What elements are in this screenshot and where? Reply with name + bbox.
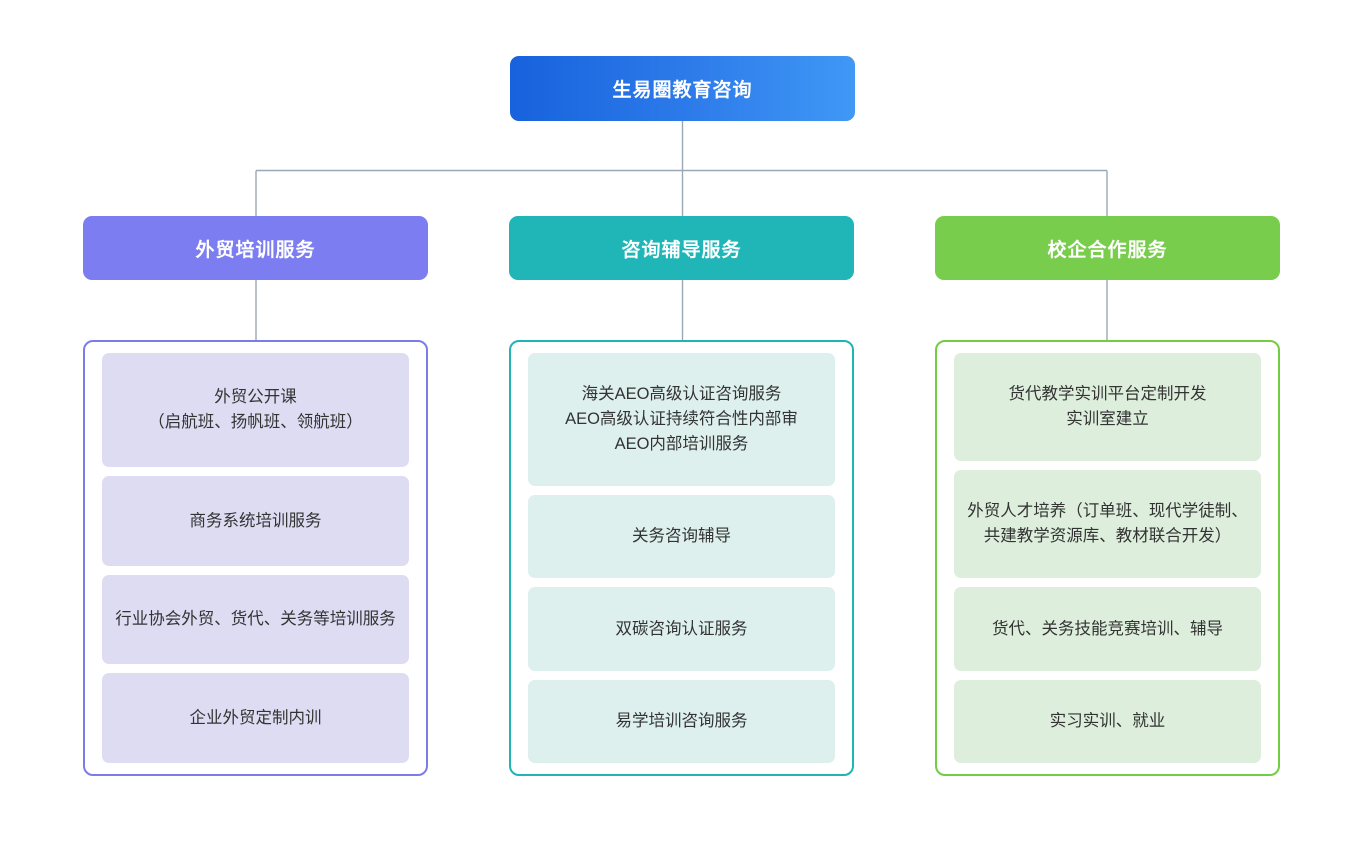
items-container-foreign-trade-training: 外贸公开课 （启航班、扬帆班、领航班） 商务系统培训服务 行业协会外贸、货代、关… xyxy=(83,340,428,776)
branch-header-label: 校企合作服务 xyxy=(1047,239,1168,261)
list-item-label: 货代教学实训平台定制开发 实训室建立 xyxy=(1008,385,1207,429)
list-item-label: 海关AEO高级认证咨询服务 AEO高级认证持续符合性内部审 AEO内部培训服务 xyxy=(565,385,798,453)
list-item[interactable]: 货代、关务技能竞赛培训、辅导 xyxy=(954,587,1261,671)
branch-header-foreign-trade-training[interactable]: 外贸培训服务 xyxy=(83,216,428,280)
list-item-label: 实习实训、就业 xyxy=(1049,711,1166,730)
branch-header-label: 外贸培训服务 xyxy=(195,239,316,261)
list-item[interactable]: 实习实训、就业 xyxy=(954,679,1261,763)
root-node-label: 生易圈教育咨询 xyxy=(612,80,753,101)
list-item[interactable]: 海关AEO高级认证咨询服务 AEO高级认证持续符合性内部审 AEO内部培训服务 xyxy=(528,353,835,486)
branch-column-school-enterprise-cooperation: 校企合作服务 货代教学实训平台定制开发 实训室建立 外贸人才培养（订单班、现代学… xyxy=(935,216,1280,776)
branch-header-school-enterprise-cooperation[interactable]: 校企合作服务 xyxy=(935,216,1280,280)
list-item[interactable]: 外贸人才培养（订单班、现代学徒制、共建教学资源库、教材联合开发） xyxy=(954,470,1261,579)
branch-header-label: 咨询辅导服务 xyxy=(621,239,742,261)
list-item-label: 关务咨询辅导 xyxy=(632,527,731,546)
list-item[interactable]: 商务系统培训服务 xyxy=(102,476,409,566)
list-item-label: 双碳咨询认证服务 xyxy=(615,619,748,638)
root-node[interactable]: 生易圈教育咨询 xyxy=(510,56,855,121)
list-item[interactable]: 货代教学实训平台定制开发 实训室建立 xyxy=(954,353,1261,462)
list-item-label: 外贸人才培养（订单班、现代学徒制、共建教学资源库、教材联合开发） xyxy=(967,502,1248,546)
items-container-consulting-coaching: 海关AEO高级认证咨询服务 AEO高级认证持续符合性内部审 AEO内部培训服务 … xyxy=(509,340,854,776)
branch-header-consulting-coaching[interactable]: 咨询辅导服务 xyxy=(509,216,854,280)
list-item[interactable]: 外贸公开课 （启航班、扬帆班、领航班） xyxy=(102,353,409,468)
list-item-label: 货代、关务技能竞赛培训、辅导 xyxy=(992,619,1223,638)
list-item-label: 行业协会外贸、货代、关务等培训服务 xyxy=(115,610,396,629)
list-item[interactable]: 易学培训咨询服务 xyxy=(528,679,835,763)
items-container-school-enterprise-cooperation: 货代教学实训平台定制开发 实训室建立 外贸人才培养（订单班、现代学徒制、共建教学… xyxy=(935,340,1280,776)
list-item[interactable]: 关务咨询辅导 xyxy=(528,494,835,579)
list-item-label: 外贸公开课 （启航班、扬帆班、领航班） xyxy=(148,388,363,432)
list-item[interactable]: 企业外贸定制内训 xyxy=(102,673,409,763)
list-item[interactable]: 双碳咨询认证服务 xyxy=(528,587,835,671)
list-item-label: 易学培训咨询服务 xyxy=(615,711,748,730)
list-item-label: 商务系统培训服务 xyxy=(189,511,322,530)
list-item[interactable]: 行业协会外贸、货代、关务等培训服务 xyxy=(102,574,409,665)
list-item-label: 企业外贸定制内训 xyxy=(189,708,322,727)
branch-column-consulting-coaching: 咨询辅导服务 海关AEO高级认证咨询服务 AEO高级认证持续符合性内部审 AEO… xyxy=(509,216,854,776)
branch-column-foreign-trade-training: 外贸培训服务 外贸公开课 （启航班、扬帆班、领航班） 商务系统培训服务 行业协会… xyxy=(83,216,428,776)
